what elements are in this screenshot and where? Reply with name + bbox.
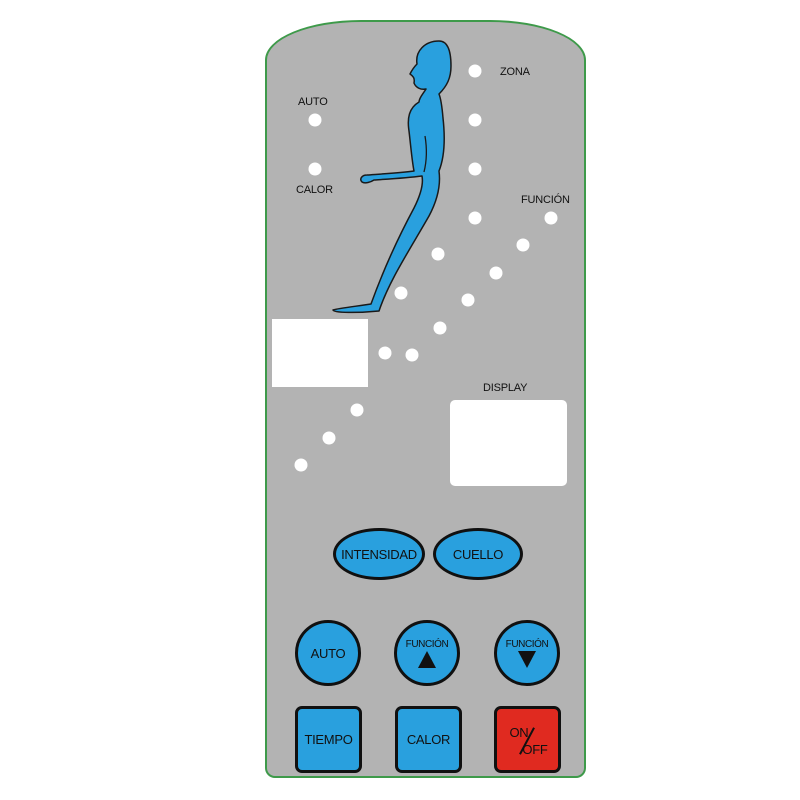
zona-indicator [378,346,392,360]
on-off-label: ON OFF [508,723,548,757]
control-panel: ZONA AUTO CALOR FUNCIÓN DISPLAY INTENSID… [265,20,586,778]
triangle-down-icon [518,650,536,668]
on-off-button[interactable]: ON OFF [494,706,561,773]
zona-indicator [468,211,482,225]
auto-indicator [308,113,322,127]
auto-label: AUTO [298,96,328,108]
zona-indicator [394,286,408,300]
display-screen [450,400,567,486]
tiempo-button[interactable]: TIEMPO [295,706,362,773]
off-label: OFF [522,741,548,757]
funcion-indicator [461,293,475,307]
zona-indicator [468,64,482,78]
calor-button[interactable]: CALOR [395,706,462,773]
indicator-window [272,319,368,387]
zona-label: ZONA [500,66,530,78]
zona-indicator [322,431,336,445]
cuello-button[interactable]: CUELLO [433,528,523,580]
seated-person-icon [332,40,452,314]
auto-button-label: AUTO [310,645,346,661]
zona-indicator [350,403,364,417]
funcion-indicator [489,266,503,280]
triangle-up-icon [418,650,436,668]
funcion-indicator [544,211,558,225]
auto-button[interactable]: AUTO [295,620,361,686]
funcion-indicator [433,321,447,335]
funcion-label: FUNCIÓN [521,194,570,206]
funcion-down-button[interactable]: FUNCIÓN [494,620,560,686]
zona-indicator [468,162,482,176]
calor-indicator [308,162,322,176]
zona-indicator [294,458,308,472]
zona-indicator [431,247,445,261]
funcion-indicator [516,238,530,252]
intensidad-button[interactable]: INTENSIDAD [333,528,425,580]
funcion-up-button[interactable]: FUNCIÓN [394,620,460,686]
display-label: DISPLAY [483,382,528,394]
calor-label: CALOR [296,184,333,196]
funcion-up-label: FUNCIÓN [405,638,449,650]
zona-indicator [468,113,482,127]
funcion-down-label: FUNCIÓN [505,638,549,650]
funcion-indicator [405,348,419,362]
on-label: ON [509,724,529,740]
